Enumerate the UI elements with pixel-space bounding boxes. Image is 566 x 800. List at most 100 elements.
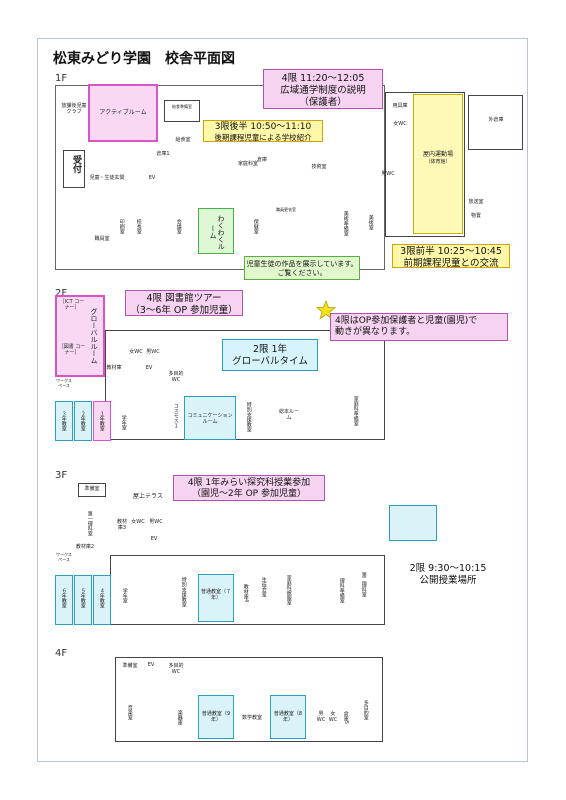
room-communication-label: コミュニケーションルーム xyxy=(187,413,233,425)
callout-open-line2: 公開授業場所 xyxy=(419,574,477,586)
room-reception xyxy=(63,150,85,188)
callout-3rd-late-line1: 3限後半 10:50～11:10 xyxy=(214,122,312,132)
callout-3rd-late-intro: 3限後半 10:50～11:10 後期課程児童による学校紹介 xyxy=(203,120,323,142)
f1-outline-east xyxy=(385,92,465,237)
room-class-7-label: 普通教室（７年） xyxy=(200,589,231,601)
room-special-2f: 特別支援教室 xyxy=(245,402,252,432)
room-warehouse1: 倉庫1 xyxy=(156,151,170,157)
room-mwc-2f: 多目的WC xyxy=(168,371,184,383)
room-principal: 校長室 xyxy=(135,218,142,234)
floor-label-3f: 3F xyxy=(55,470,68,481)
room-class-8 xyxy=(270,695,306,739)
room-class-1 xyxy=(93,401,111,441)
room-ev-1f: EV xyxy=(148,175,156,181)
room-class-9 xyxy=(198,695,234,739)
callout-op-note: 4限はOP参加保護者と児童(園児)で 動きが異なります。 xyxy=(330,313,508,341)
room-student-council: 生徒会室 xyxy=(260,577,267,597)
callout-3rd-late-line2: 後期課程児童による学校紹介 xyxy=(214,133,312,143)
room-ev-4f: EV xyxy=(147,662,155,668)
room-sci-prep: 理科準備室 xyxy=(338,577,345,603)
room-entrance: 児童・生徒玄関 xyxy=(89,175,125,181)
callout-1st-grade-inquiry: 4限 1年みらい探究科授業参加 （園児～2年 OP 参加児童） xyxy=(173,475,325,501)
callout-3rd-early-exchange: 3限前半 10:25～10:45 前期課程児童との交流 xyxy=(392,244,510,269)
f1-outline-west xyxy=(55,85,385,270)
room-nurse: 保健室 xyxy=(252,218,259,234)
room-sci1: 第一理科室 xyxy=(86,510,93,536)
room-class-2 xyxy=(74,401,92,441)
room-technical: 技術室 xyxy=(311,164,327,170)
room-warehouse5: 倉庫5 xyxy=(342,711,349,725)
floor-label-1f: 1F xyxy=(55,73,68,84)
room-prep-3f-box xyxy=(78,483,106,497)
room-active xyxy=(88,84,158,142)
room-learn-2f: 学年室 xyxy=(120,414,127,430)
callout-library-line1: 4限 図書館ツアー xyxy=(146,293,222,304)
room-art: 美術室 xyxy=(367,214,374,230)
room-sci2: 第二理科室 xyxy=(360,571,367,597)
room-home-ec-3f: 家庭科被服室 xyxy=(285,575,292,605)
f4-outline xyxy=(115,657,383,742)
room-active-label: アクティブルーム xyxy=(99,109,147,116)
callout-library-tour: 4限 図書館ツアー （3～6年 OP 参加児童） xyxy=(125,290,243,316)
room-class-6 xyxy=(55,575,73,625)
callout-global-line1: 2限 1年 xyxy=(252,344,288,355)
callout-global-line2: グローバルタイム xyxy=(232,355,308,367)
room-class-6-label: ６年教室 xyxy=(60,588,67,608)
room-cosmos: コスモス１ xyxy=(172,402,179,428)
room-ccs: 職員更衣室 xyxy=(276,207,296,212)
floor-plan-sheet xyxy=(37,38,528,762)
room-club: 放課後児童クラブ xyxy=(61,103,87,115)
callout-4th-line1: 4限 11:20～12:05 xyxy=(281,73,365,84)
callout-4th-period-explanation: 4限 11:20～12:05 広域通学制度の説明 （保護者） xyxy=(263,69,383,109)
room-prep-4f: 準備室 xyxy=(122,663,138,669)
callout-artwork-line1: 児童生徒の作品を展示しています。 xyxy=(246,260,358,268)
room-meeting: 会議室 xyxy=(175,218,182,234)
room-wc-f-1f: 女WC xyxy=(393,121,407,127)
room-global-label: グローバルルーム xyxy=(90,308,99,364)
room-ict: ［ICT コーナー］ xyxy=(59,299,85,311)
room-mat4: 教材庫4 xyxy=(242,583,249,603)
callout-open-class: 2限 9:30～10:15 公開授業場所 xyxy=(393,563,503,589)
floor-label-2f: 2F xyxy=(55,288,68,299)
room-wakuwaku-label: わくわくルーム xyxy=(209,214,226,250)
room-kitchen-prep-label: 給食準備室 xyxy=(172,104,192,109)
room-wakuwaku xyxy=(198,208,234,254)
room-instruments: 楽器庫 xyxy=(176,709,183,725)
room-gym-label: 屋内運動場 xyxy=(422,151,453,158)
room-reception-label: 受付 xyxy=(71,155,81,173)
room-wc-m-3f: 男WC xyxy=(149,519,163,525)
callout-global-time: 2限 1年 グローバルタイム xyxy=(222,339,318,371)
room-gym xyxy=(413,94,463,234)
room-class-3 xyxy=(55,401,73,441)
room-broadcast: 放送室 xyxy=(468,199,484,205)
room-prep-3f: 準備室 xyxy=(84,486,100,492)
room-storage: 物置 xyxy=(470,213,481,219)
room-class-5-label: ５年教室 xyxy=(79,588,86,608)
room-kitchen: 給食室 xyxy=(175,137,191,143)
room-ev-3f: EV xyxy=(150,536,158,542)
room-learn-3f: 学年室 xyxy=(121,587,128,603)
room-class-3-label: ３年教室 xyxy=(60,411,67,431)
room-wc-m-4f: 男WC xyxy=(316,711,326,723)
room-home-prep-2f: 家庭科準備室 xyxy=(352,396,359,426)
star-icon xyxy=(316,300,336,320)
room-multi: 多目的室 xyxy=(362,700,369,720)
room-wc-f-3f: 女WC xyxy=(131,519,145,525)
callout-4th-line2: 広域通学制度の説明 xyxy=(280,84,366,96)
callout-open-line1: 2限 9:30～10:15 xyxy=(409,563,487,574)
room-materials-2f: 教材庫 xyxy=(106,365,122,371)
room-class-9-label: 普通教室（9年） xyxy=(201,711,231,723)
room-warehouse-1f-a: 倉庫 xyxy=(257,157,268,163)
room-printing: 印刷室 xyxy=(118,218,125,234)
room-class-8-label: 普通教室（8年） xyxy=(273,711,303,723)
room-wc-f-2f: 女WC xyxy=(129,349,143,355)
room-class-1-label: １年教室 xyxy=(98,411,105,431)
callout-4th-line3: （保護者） xyxy=(299,96,347,108)
room-class-4 xyxy=(93,575,111,625)
callout-3rd-early-line2: 前期課程児童との交流 xyxy=(403,257,499,269)
callout-3rd-early-line1: 3限前半 10:25～10:45 xyxy=(400,246,502,257)
room-math: 数学教室 xyxy=(241,715,262,721)
room-art-prep: 美術準備室 xyxy=(342,210,349,236)
callout-inquiry-line2: （園児～2年 OP 参加児童） xyxy=(192,489,306,500)
room-home-ec-1f: 家庭科室 xyxy=(237,161,258,167)
